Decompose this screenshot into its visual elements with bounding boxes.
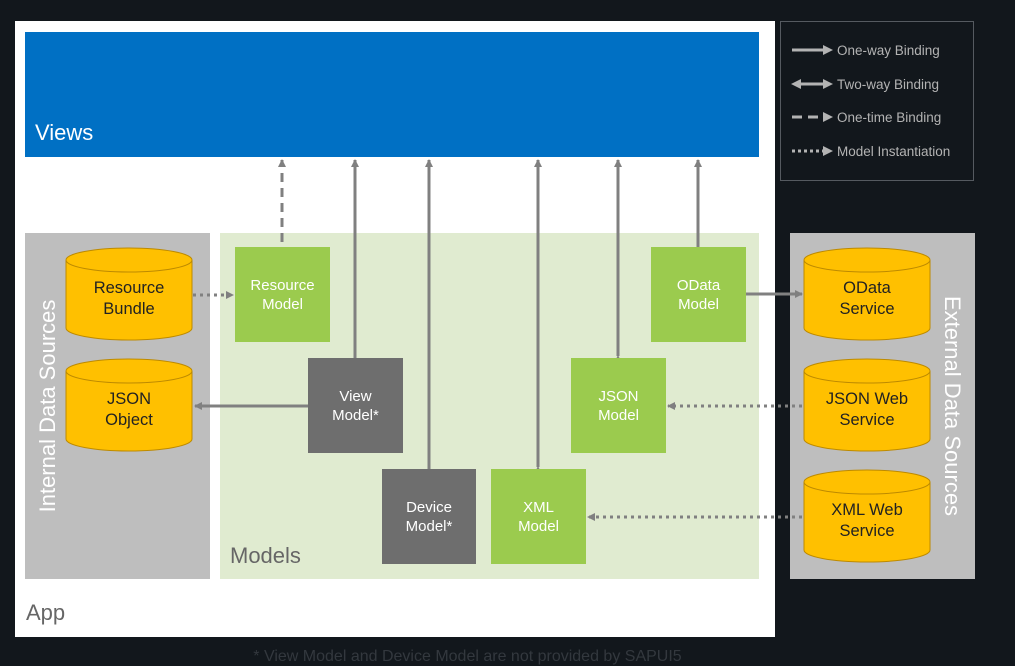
database-icon	[65, 358, 193, 452]
view-model-box: View Model*	[308, 358, 403, 453]
json-object-label: JSON Object	[105, 390, 153, 429]
legend-label-one-time: One-time Binding	[837, 109, 942, 125]
database-icon	[803, 358, 931, 452]
json-web-service-label: JSON Web Service	[825, 390, 909, 429]
views-label: Views	[35, 120, 94, 145]
odata-model-box: OData Model	[651, 247, 746, 342]
json-model-label: JSON Model	[598, 387, 639, 424]
legend-item-instantiation: Model Instantiation	[791, 141, 950, 161]
legend-item-two-way: Two-way Binding	[791, 74, 939, 94]
view-model-label: View Model*	[332, 387, 379, 424]
odata-model-label: OData Model	[676, 276, 721, 313]
legend-item-one-time: One-time Binding	[791, 107, 941, 127]
one-time-arrow-icon	[792, 112, 833, 122]
legend-label-two-way: Two-way Binding	[837, 76, 940, 92]
views-layer	[25, 32, 759, 157]
resource-bundle-label: Resource Bundle	[93, 279, 165, 318]
legend-label-instantiation: Model Instantiation	[837, 143, 951, 159]
two-way-arrow-icon	[791, 79, 833, 89]
database-icon	[803, 247, 931, 341]
instantiation-arrow-icon	[792, 146, 833, 156]
models-label: Models	[230, 543, 301, 568]
json-model-box: JSON Model	[571, 358, 666, 453]
json-object-cylinder: JSON Object	[65, 358, 193, 452]
database-icon	[803, 469, 931, 563]
xml-web-service-label: XML Web Service	[831, 501, 903, 540]
resource-model-label: Resource Model	[250, 276, 315, 313]
footnote: * View Model and Device Model are not pr…	[253, 648, 682, 665]
legend-label-one-way: One-way Binding	[837, 42, 940, 58]
database-icon	[65, 247, 193, 341]
one-way-arrow-icon	[792, 45, 833, 55]
odata-service-cylinder: OData Service	[803, 247, 931, 341]
app-label: App	[26, 600, 66, 625]
legend: One-way Binding Two-way Binding One-time…	[780, 21, 974, 181]
xml-web-service-cylinder: XML Web Service	[803, 469, 931, 563]
device-model-label: Device Model*	[405, 498, 453, 535]
device-model-box: Device Model*	[382, 469, 476, 564]
xml-model-box: XML Model	[491, 469, 586, 564]
odata-service-label: OData Service	[839, 279, 895, 318]
json-web-service-cylinder: JSON Web Service	[803, 358, 931, 452]
xml-model-label: XML Model	[518, 498, 559, 535]
resource-model-box: Resource Model	[235, 247, 330, 342]
legend-item-one-way: One-way Binding	[791, 40, 940, 60]
resource-bundle-cylinder: Resource Bundle	[65, 247, 193, 341]
